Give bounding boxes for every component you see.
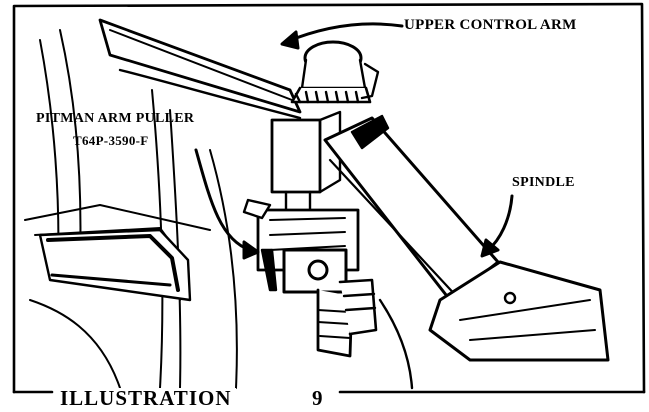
spindle-arrowhead (480, 238, 500, 258)
upper-control-arm-leader (284, 22, 404, 44)
pitman-puller-leader (194, 148, 252, 252)
label-upper-control-arm: UPPER CONTROL ARM (404, 17, 577, 33)
spindle (323, 114, 610, 390)
label-pitman-arm-puller: PITMAN ARM PULLER (36, 111, 195, 126)
upper-control-arm (98, 18, 302, 120)
upper-control-arm-arrowhead (280, 30, 300, 50)
label-part-number: T64P-3590-F (73, 133, 149, 148)
leader-arrows (194, 22, 514, 260)
label-spindle: SPINDLE (512, 175, 575, 190)
puller-tool (242, 110, 378, 358)
pitman-puller-arrowhead (242, 240, 260, 260)
caption-text: ILLUSTRATION (56, 388, 236, 409)
figure-frame (12, 2, 646, 394)
bracket-block (29, 228, 192, 389)
spindle-leader (486, 194, 514, 252)
ball-joint-cap (290, 40, 380, 104)
caption-number: 9 (306, 388, 329, 409)
